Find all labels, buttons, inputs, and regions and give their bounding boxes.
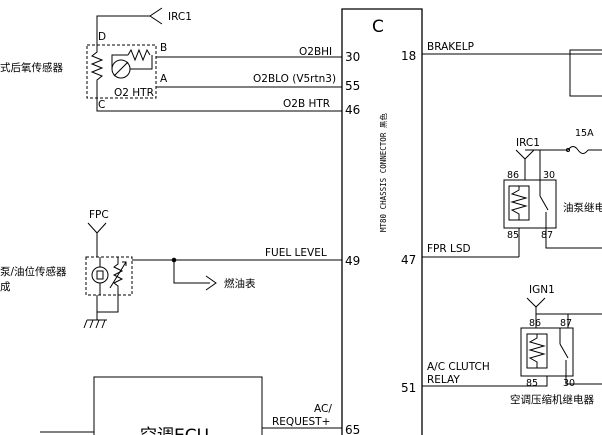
pin-65-left: 65 [345, 423, 360, 435]
signal-brakelp: BRAKELP [427, 41, 474, 53]
brake-circuit [422, 49, 602, 97]
ac-relay-label: 空调压缩机继电器 [510, 393, 594, 406]
signal-ac-request-1: AC/ [314, 403, 332, 415]
fuel-gauge-label: 燃油表 [224, 277, 256, 290]
o2-supply-label: IRC1 [168, 11, 192, 23]
connector-letter: C [372, 17, 384, 37]
pin-51-right: 51 [401, 381, 416, 395]
pin-18-right: 18 [401, 49, 416, 63]
ac-supply-label: IGN1 [529, 284, 555, 296]
chassis-connector: C MT80 CHASSIS CONNECTOR 黑色 [341, 8, 423, 435]
connector-label: MT80 CHASSIS CONNECTOR 黑色 [378, 113, 388, 232]
pin-46-left: 46 [345, 103, 360, 117]
o2-terminal-a: A [160, 73, 168, 85]
left-pins: O2BHI 30 O2BLO (V5rtn3) 55 O2B HTR 46 FU… [253, 46, 360, 435]
o2-heater-label: O2 HTR [114, 87, 154, 99]
o2-sensor: IRC1 D B A C O2 HTR 式后氧传感器 [0, 7, 342, 112]
pin-47-right: 47 [401, 253, 416, 267]
fpr-supply-label: IRC1 [516, 137, 540, 149]
fuel-supply-label: FPC [89, 209, 109, 221]
ecu-label: 空调ECU [140, 426, 209, 435]
o2-sensor-label: 式后氧传感器 [0, 61, 63, 74]
fpr-pin-86: 86 [507, 170, 519, 181]
ac-pin-86: 86 [529, 318, 541, 329]
ac-pin-87: 87 [560, 318, 572, 329]
signal-fpr-lsd: FPR LSD [427, 243, 471, 255]
o2-terminal-d: D [98, 31, 106, 43]
signal-o2bhi: O2BHI [299, 46, 332, 58]
fpr-label: 油泵继电 [563, 201, 602, 214]
signal-o2b-htr: O2B HTR [283, 98, 330, 110]
fuel-sensor-label-2: 成 [0, 281, 11, 293]
fpr-pin-30: 30 [543, 170, 555, 181]
fpr-pin-85: 85 [507, 230, 519, 241]
fuel-pump-relay: IRC1 15A 86 30 85 87 油泵继电 [422, 128, 602, 258]
pin-30-left: 30 [345, 50, 360, 64]
signal-ac-clutch-2: RELAY [427, 374, 460, 386]
signal-ac-request-2: REQUEST+ [272, 416, 330, 428]
signal-fuel-level: FUEL LEVEL [265, 247, 327, 259]
o2-terminal-c: C [98, 99, 105, 111]
fpr-pin-87: 87 [541, 230, 553, 241]
ac-ecu: 空调ECU [40, 376, 342, 435]
o2-terminal-b: B [160, 42, 167, 54]
fuel-level-sensor: FPC 燃油表 泵/油位传感器 成 [0, 209, 342, 329]
ac-compressor-relay: IGN1 86 87 85 30 空调压缩机继电器 [422, 284, 602, 406]
ac-pin-85: 85 [526, 378, 538, 389]
fuel-sensor-label-1: 泵/油位传感器 [0, 265, 67, 278]
fpr-fuse-label: 15A [575, 128, 594, 139]
pin-55-left: 55 [345, 79, 360, 93]
signal-o2blo: O2BLO (V5rtn3) [253, 73, 336, 85]
signal-ac-clutch-1: A/C CLUTCH [427, 361, 490, 373]
right-pins: 18 BRAKELP 47 FPR LSD 51 A/C CLUTCH RELA… [401, 41, 490, 395]
pin-49-left: 49 [345, 254, 360, 268]
